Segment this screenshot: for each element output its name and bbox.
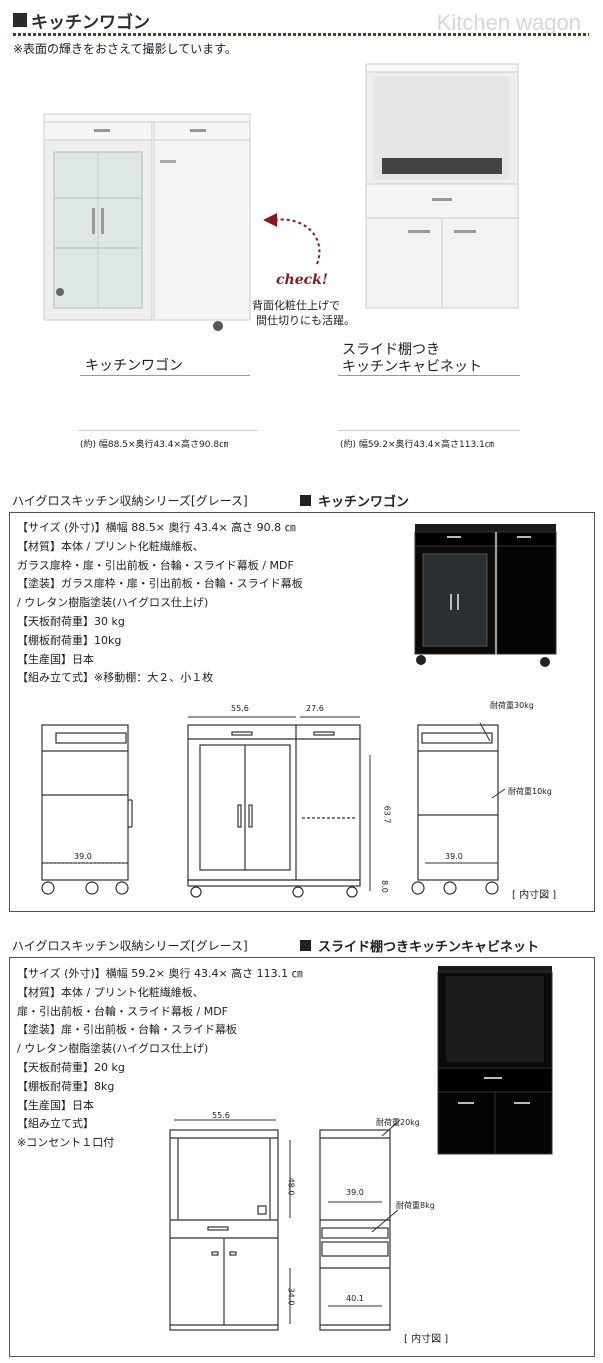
spec-line: 【サイズ (外寸)】横幅 88.5× 奥行 43.4× 高さ 90.8 ㎝	[17, 521, 296, 534]
spec-line: ※コンセント１口付	[17, 1136, 115, 1150]
wagon-dims: (約) 幅88.5×奥行43.4×高さ90.8㎝	[80, 440, 229, 450]
spec-line: 【塗装】ガラス扉枠・扉・引出前板・台輪・スライド幕板	[17, 577, 303, 591]
cabinet-dims-line	[338, 430, 520, 431]
s1-caption: [ 内寸図 ]	[512, 890, 557, 901]
wagon-name-underline	[80, 375, 250, 376]
s1-load-shelf: 耐荷重10kg	[508, 787, 552, 796]
wagon-name: キッチンワゴン	[85, 358, 183, 374]
wagon-black-photo	[413, 522, 558, 670]
section2-square-icon	[300, 940, 311, 951]
section1-specs: 【サイズ (外寸)】横幅 88.5× 奥行 43.4× 高さ 90.8 ㎝ 【材…	[17, 519, 303, 688]
section2-title: スライド棚つきキッチンキャビネット	[318, 940, 540, 955]
spec-line: 【生産国】日本	[17, 1098, 94, 1112]
section2-series: ハイグロスキッチン収納シリーズ[グレース]	[12, 939, 248, 953]
s1-dim-d1: 55.6	[231, 704, 249, 713]
s2-caption: [ 内寸図 ]	[404, 1334, 449, 1345]
section1-series: ハイグロスキッチン収納シリーズ[グレース]	[12, 494, 248, 508]
spec-line: 【材質】本体 / プリント化粧繊維板、	[17, 985, 204, 999]
page-title: キッチンワゴン	[31, 13, 150, 33]
s1-dim-d2: 27.6	[306, 704, 324, 713]
cabinet-black-photo	[436, 964, 554, 1156]
spec-line: / ウレタン樹脂塗装(ハイグロス仕上げ)	[17, 596, 209, 610]
s2-dim-d3: 39.0	[346, 1188, 364, 1197]
spec-line: 【生産国】日本	[17, 652, 94, 666]
photo-note: ※表面の輝きをおさえて撮影しています。	[13, 42, 237, 56]
s1-load-top: 耐荷重30kg	[490, 701, 534, 710]
section2-drawings	[169, 1119, 401, 1331]
s2-dim-d1: 55.6	[212, 1111, 230, 1120]
spec-line: 【サイズ (外寸)】横幅 59.2× 奥行 43.4× 高さ 113.1 ㎝	[17, 967, 303, 980]
check-text-2: 間仕切りにも活躍。	[256, 314, 355, 327]
header-square-icon	[13, 13, 27, 27]
spec-line: 【天板耐荷重】30 kg	[17, 614, 125, 628]
s1-dim-d6: 39.0	[445, 852, 463, 861]
check-arrow-icon	[263, 213, 321, 265]
s2-dim-d2: 48.0	[286, 1177, 296, 1196]
s2-dim-d5: 40.1	[346, 1294, 364, 1303]
check-label: check!	[276, 272, 328, 288]
spec-line: 【塗装】扉・引出前板・台輪・スライド幕板	[17, 1023, 237, 1037]
section1-title: キッチンワゴン	[318, 495, 410, 510]
spec-line: 【組み立て式】	[17, 1117, 94, 1131]
s2-load-top: 耐荷重20kg	[376, 1118, 420, 1127]
section2-box	[9, 957, 595, 1357]
spec-line: 【組み立て式】※移動棚：大２、小１枚	[17, 671, 214, 685]
s1-dim-d5: 8.0	[379, 880, 389, 893]
spec-line: / ウレタン樹脂塗装(ハイグロス仕上げ)	[17, 1042, 209, 1056]
s1-dim-d3: 39.0	[74, 852, 92, 861]
page-title-en: Kitchen wagon	[436, 10, 581, 35]
cabinet-dims: (約) 幅59.2×奥行43.4×高さ113.1㎝	[340, 440, 494, 450]
spec-line: 【棚板耐荷重】10kg	[17, 633, 122, 647]
cabinet-name-1: スライド棚つき	[342, 342, 440, 358]
cabinet-photo	[362, 58, 522, 320]
spec-line: 【天板耐荷重】20 kg	[17, 1060, 125, 1074]
section2-specs: 【サイズ (外寸)】横幅 59.2× 奥行 43.4× 高さ 113.1 ㎝ 【…	[17, 965, 303, 1153]
section1-box	[9, 512, 595, 912]
header-divider	[13, 33, 589, 36]
spec-line: 【棚板耐荷重】8kg	[17, 1079, 115, 1093]
spec-line: ガラス扉枠・扉・引出前板・台輪・スライド幕板 / MDF	[17, 558, 294, 572]
section1-drawings	[41, 716, 506, 898]
wagon-photo	[40, 108, 258, 333]
s2-dim-d4: 34.0	[286, 1287, 296, 1306]
wagon-dims-line	[78, 430, 258, 431]
spec-line: 【材質】本体 / プリント化粧繊維板、	[17, 539, 204, 553]
check-text-1: 背面化粧仕上げで	[252, 299, 340, 312]
s1-dim-d4: 63.7	[382, 805, 392, 824]
s2-load-shelf: 耐荷重8kg	[396, 1201, 435, 1210]
spec-line: 扉・引出前板・台輪・スライド幕板 / MDF	[17, 1004, 228, 1018]
cabinet-name-underline	[338, 375, 520, 376]
cabinet-name-2: キッチンキャビネット	[342, 359, 482, 375]
section1-square-icon	[300, 495, 311, 506]
